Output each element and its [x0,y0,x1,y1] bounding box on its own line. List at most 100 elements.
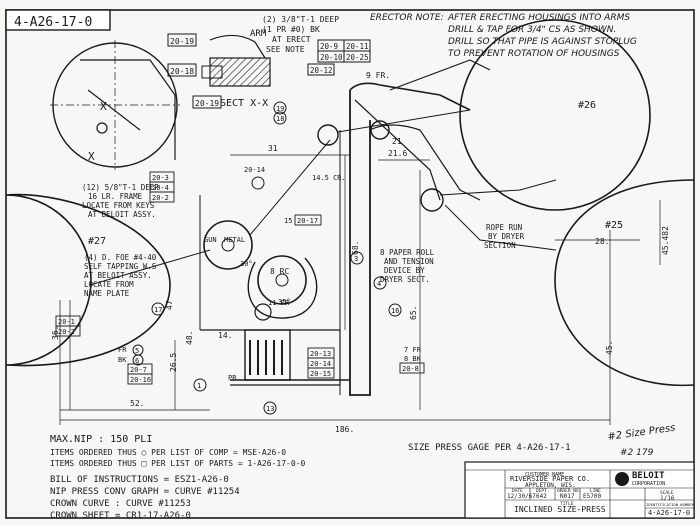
web-path-1 [89,109,471,286]
roll-upper-right-label: #26 [578,100,596,111]
roll-upper-right [459,19,651,211]
callout-20-19b: 20-19 [195,99,219,108]
svg-text:SECTION: SECTION [484,241,516,250]
svg-text:BY DRYER: BY DRYER [488,232,525,241]
svg-text:ROPE RUN: ROPE RUN [486,223,522,232]
callout-4: 4 [377,280,381,288]
dim-45-482: 45.482 [661,226,670,255]
section-mark-1: X [100,100,107,113]
svg-text:DRYER SECT.: DRYER SECT. [380,275,430,284]
callout-20-11: 20-11 [346,42,369,51]
svg-text:DEVICE BY: DEVICE BY [384,266,425,275]
tb-line: E5700 [583,493,601,500]
dim-21: 21 [392,137,402,146]
callout-pr: PR [228,374,237,382]
tap-note-2: (1 PR #0) BK [262,25,320,34]
callout-20-14b: 20-14 [310,360,331,368]
callout-20-14: 20-14 [244,166,265,174]
roll-left-label: #27 [88,236,106,247]
dim-30deg: 30° [240,260,253,268]
svg-text:AFTER ERECTING HOUSINGS INTO A: AFTER ERECTING HOUSINGS INTO ARMS [447,13,630,23]
paper-roll-note: 8 PAPER ROLL AND TENSION DEVICE BY DRYER… [380,248,435,284]
dim-48: 48. [185,331,194,345]
title-block [464,461,695,519]
tb-order: N017 [560,493,575,500]
dim-14: 14. [218,331,232,340]
small-roll-lower [254,303,272,321]
small-roll-right [420,188,444,212]
roll-8rc-label: 8 RC [270,267,289,276]
svg-text:DRILL & TAP FOR 3/4" CS AS SHO: DRILL & TAP FOR 3/4" CS AS SHOWN. [448,25,616,35]
tap-note-1: (2) 3/8"T-1 DEEP [262,15,339,24]
left-note-2: (4) D. FOE #4-40 SELF TAPPING W.S AT BEL… [84,253,157,298]
tb-location: APPLETON, WIS. [525,482,576,489]
dim-31: 31 [268,144,278,153]
general-notes: MAX.NIP : 150 PLI ITEMS ORDERED THUS ○ P… [50,434,305,521]
beloit-logo-icon [615,472,629,486]
roll-right-label: #25 [605,220,623,231]
svg-text:(4) D. FOE #4-40: (4) D. FOE #4-40 [84,253,157,262]
drawing-number-top: 4-A26-17-0 [14,15,92,30]
callout-boxes [55,171,425,385]
callout-5: 5 [135,347,139,355]
svg-text:SELF TAPPING W.S: SELF TAPPING W.S [84,262,157,271]
rope-note: ROPE RUN BY DRYER SECTION [484,223,525,250]
callouts-top [167,33,222,109]
roll-8rc [257,255,307,305]
roll-gun-metal-core [221,238,235,252]
callout-20-12: 20-12 [310,66,333,75]
dim-26: 26.5 [169,353,178,372]
svg-text:NIP PRESS CONV GRAPH = CURVE #: NIP PRESS CONV GRAPH = CURVE #11254 [50,487,240,497]
tb-ident-label: IDENTIFICATION NUMBER [646,502,695,507]
tb-company: BELOIT [632,471,665,481]
small-roll-upper [317,124,339,146]
roll-gun-metal [203,220,253,270]
svg-text:LOCATE FROM KEYS: LOCATE FROM KEYS [82,201,155,210]
callout-8bk: 8 BK [404,355,422,363]
tap-note-3: AT ERECT [272,35,311,44]
callout-20-10: 20-10 [320,53,343,62]
svg-text:ITEMS ORDERED THUS ○ PER LIST: ITEMS ORDERED THUS ○ PER LIST OF COMP = … [50,448,286,457]
svg-text:AT BELOIT ASSY.: AT BELOIT ASSY. [88,210,156,219]
svg-text:AT BELOIT ASSY.: AT BELOIT ASSY. [84,271,152,280]
drawing-number-bottom: 4-A26-17-0 [648,509,690,517]
callout-3: 3 [354,255,358,263]
callout-9fr: 9 FR. [366,71,390,80]
small-roll-mid [370,120,390,140]
sheet-border [5,9,695,519]
dim-21-6: 21.6 [388,149,407,158]
callout-20-18: 20-18 [170,67,194,76]
dimension-lines [59,154,661,425]
callout-17: 17 [154,306,162,314]
section-view-circle [50,40,180,170]
callout-20-25: 20-25 [346,53,369,62]
tap-note-4: SEE NOTE [266,45,305,54]
callout-20-2b: 20-2 [58,328,75,336]
section-label: SECT X-X [220,98,268,109]
svg-text:MAX.NIP : 150 PLI: MAX.NIP : 150 PLI [50,434,152,445]
tb-customer: RIVERSIDE PAPER CO. [510,475,590,483]
dim-36: 36. [51,326,60,340]
dim-65: 65. [409,306,418,320]
callout-20-7: 20-7 [130,366,147,374]
svg-text:BILL OF INSTRUCTIONS = ESZ1-A2: BILL OF INSTRUCTIONS = ESZ1-A26-0 [50,475,229,485]
tb-customer-label: CUSTOMER NAME [525,472,564,478]
left-note-1: (12) 5/8"T-1 DEEP 16 LR. FRAME LOCATE FR… [82,183,159,219]
tb-dept-label: DEPT. [536,488,550,494]
drawing-number-box [5,9,111,31]
tb-title: INCLINED SIZE-PRESS [514,505,606,514]
svg-text:TO PREVENT ROTATION OF HOUSING: TO PREVENT ROTATION OF HOUSINGS [448,49,620,59]
dim-68: 68. [351,241,360,255]
callout-7fr: 7 FR [404,346,422,354]
dim-52: 52. [130,399,144,408]
roll-left [5,193,171,367]
erector-note: ERECTOR NOTE: AFTER ERECTING HOUSINGS IN… [370,13,637,59]
tb-scale: 1/16 [660,495,675,502]
section-mark-2: X [88,150,95,163]
arm-label: ARM [250,29,267,39]
dim-35deg: 35° [278,298,291,306]
callout-20-15: 20-15 [310,370,331,378]
dim-28: 28. [595,237,609,246]
